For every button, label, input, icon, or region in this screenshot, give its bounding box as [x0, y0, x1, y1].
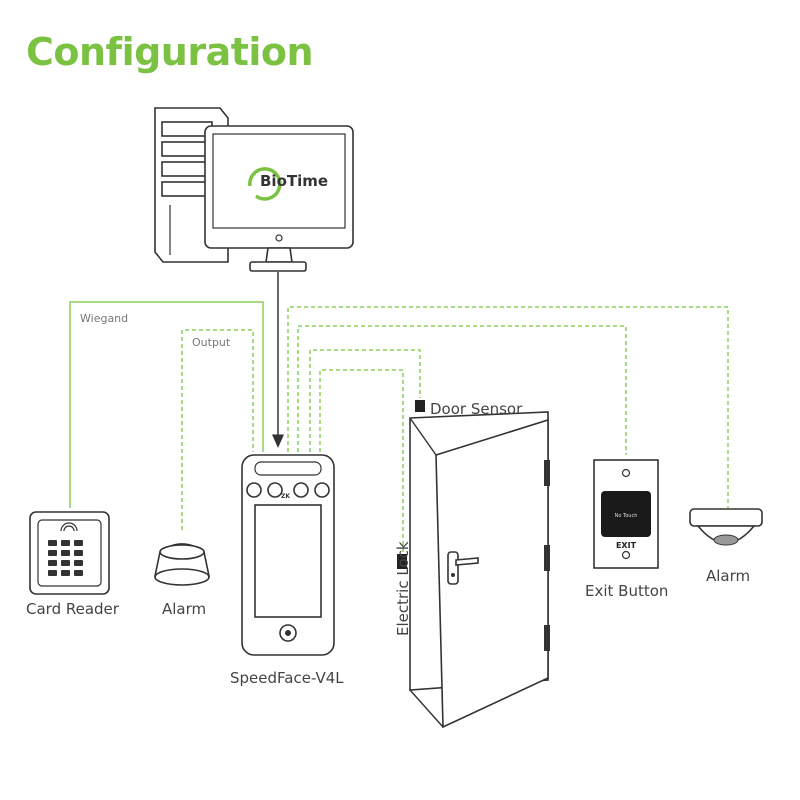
alarm-right-label: Alarm: [706, 567, 750, 585]
terminal-screen: [254, 504, 322, 618]
door-leaf: [435, 418, 549, 729]
computer: BioTime: [154, 107, 354, 272]
page-title: Configuration: [26, 30, 314, 74]
alarm-ceiling-right: [689, 508, 763, 546]
monitor: BioTime: [204, 125, 354, 272]
card-reader: [29, 511, 110, 595]
card-reader-label: Card Reader: [26, 600, 120, 618]
electric-lock-label: Electric Lock: [394, 541, 412, 636]
terminal-brand-mark: ZK: [281, 493, 290, 500]
alarm-left-label: Alarm: [162, 600, 206, 618]
exit-button-line: [297, 325, 627, 455]
no-touch-sensor-icon: [601, 491, 651, 537]
keypad: [48, 540, 83, 576]
wiegand-line: [69, 301, 264, 508]
screw-top: [621, 468, 631, 478]
alarm-line: [287, 306, 729, 508]
door-sensor-line: [309, 349, 421, 452]
wiegand-label: Wiegand: [80, 312, 128, 325]
contactless-icon: [60, 522, 78, 532]
exit-text: EXIT: [616, 541, 637, 550]
terminal-label: SpeedFace-V4L: [230, 669, 344, 687]
screw-bottom: [621, 550, 631, 560]
alarm-siren-left: [154, 543, 210, 586]
exit-button-top-text: No Touch: [615, 513, 638, 519]
biotime-logo-icon: [248, 167, 282, 201]
connection-lines: [69, 272, 729, 556]
door-sensor-label: Door Sensor: [430, 400, 523, 418]
exit-button: No Touch EXIT: [593, 459, 659, 569]
door: [397, 400, 550, 729]
electric-lock-block: [397, 554, 407, 569]
door-handle-icon: [447, 551, 479, 585]
biotime-logo-text: BioTime: [260, 172, 328, 190]
output-line: [181, 329, 254, 530]
door-sensor-block: [415, 400, 425, 412]
output-label: Output: [192, 336, 231, 349]
exit-button-label: Exit Button: [585, 582, 668, 600]
speedface-terminal: ZK: [241, 454, 335, 656]
